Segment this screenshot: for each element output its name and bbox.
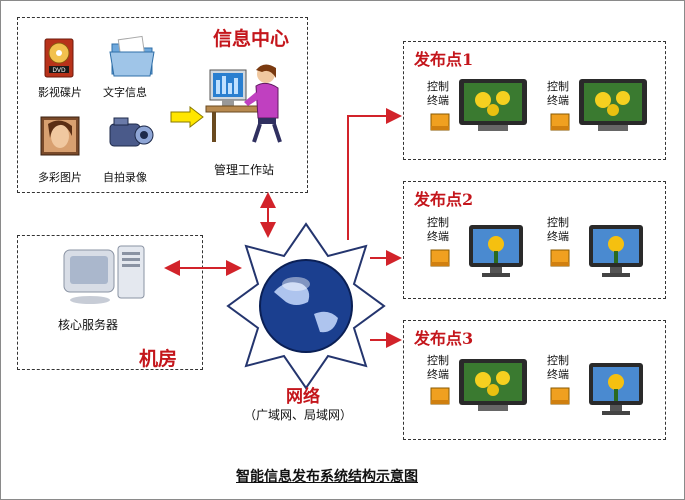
terminal-label-line2: 终端 (427, 94, 449, 107)
info-center-title: 信息中心 (213, 28, 290, 50)
terminal-label-line2: 终端 (547, 94, 569, 107)
text-info-label: 文字信息 (103, 86, 147, 99)
terminal-1b-label: 控制终端 (544, 80, 572, 108)
svg-text:DVD: DVD (52, 67, 66, 74)
terminal-label-line2: 终端 (427, 230, 449, 243)
workstation-label: 管理工作站 (214, 163, 275, 177)
tv-screen-icon (458, 358, 528, 414)
photo-icon (40, 116, 80, 156)
terminal-label-line1: 控制 (427, 80, 449, 93)
machine-room-box (17, 235, 203, 370)
photo-label: 多彩图片 (38, 171, 82, 184)
machine-room-title: 机房 (139, 348, 178, 370)
network-star-icon (226, 222, 386, 390)
control-terminal-icon (430, 386, 452, 406)
tv-screen-icon (458, 78, 528, 134)
control-terminal-icon (430, 112, 452, 132)
terminal-2b-label: 控制终端 (544, 216, 572, 244)
terminal-1a-label: 控制终端 (424, 80, 452, 108)
folder-icon (108, 34, 156, 78)
terminal-3b-label: 控制终端 (544, 354, 572, 382)
dvd-icon: DVD (44, 38, 74, 78)
terminal-3a-label: 控制终端 (424, 354, 452, 382)
terminal-label-line2: 终端 (427, 368, 449, 381)
terminal-label-line2: 终端 (547, 230, 569, 243)
camcorder-icon (106, 112, 156, 156)
publish-point-1-box (403, 41, 666, 160)
control-terminal-icon (550, 248, 572, 268)
monitor-screen-icon (588, 362, 644, 418)
publish-point-2-title: 发布点2 (414, 190, 474, 209)
info-center-box (17, 17, 308, 193)
monitor-screen-icon (588, 224, 644, 280)
tv-screen-icon (578, 78, 648, 134)
publish-point-3-title: 发布点3 (414, 329, 474, 348)
server-label: 核心服务器 (58, 318, 119, 332)
network-subtitle: （广域网、局域网） (244, 408, 353, 422)
camcorder-label: 自拍录像 (103, 171, 147, 184)
control-terminal-icon (550, 112, 572, 132)
publish-point-1-title: 发布点1 (414, 50, 474, 69)
terminal-label-line1: 控制 (547, 216, 569, 229)
publish-point-3-box (403, 320, 666, 440)
diagram-caption: 智能信息发布系统结构示意图 (236, 469, 418, 485)
network-title: 网络 (286, 387, 320, 407)
dvd-label: 影视碟片 (38, 86, 82, 99)
workstation-icon (204, 58, 290, 146)
server-icon (62, 244, 148, 306)
terminal-label-line1: 控制 (427, 216, 449, 229)
control-terminal-icon (550, 386, 572, 406)
terminal-label-line1: 控制 (547, 80, 569, 93)
control-terminal-icon (430, 248, 452, 268)
publish-point-2-box (403, 181, 666, 299)
terminal-2a-label: 控制终端 (424, 216, 452, 244)
monitor-screen-icon (468, 224, 524, 280)
yellow-arrow-icon (170, 106, 204, 128)
terminal-label-line1: 控制 (427, 354, 449, 367)
terminal-label-line1: 控制 (547, 354, 569, 367)
terminal-label-line2: 终端 (547, 368, 569, 381)
